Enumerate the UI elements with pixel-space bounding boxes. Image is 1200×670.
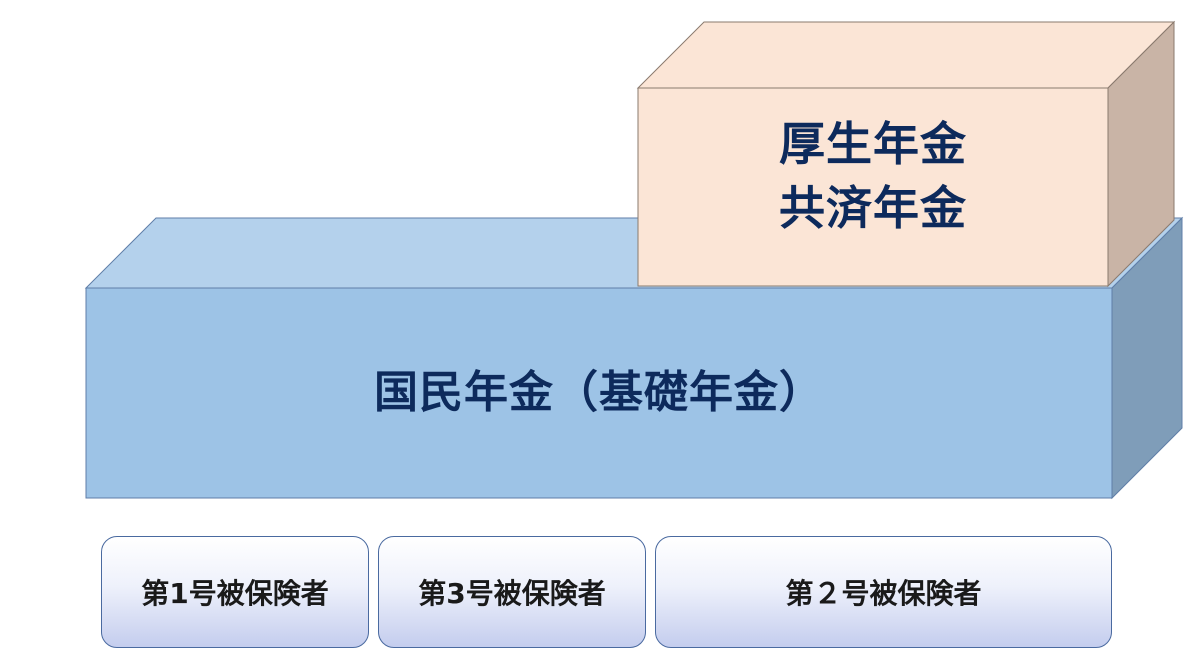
kokumin-nenkin-block-front [85, 287, 1113, 499]
insured-category-3-label: 第3号被保険者 [418, 577, 606, 610]
kyousai-nenkin-label-line2: 共済年金 [779, 181, 967, 235]
kousei-nenkin-label-line1: 厚生年金 [779, 117, 967, 171]
insured-category-2: 第２号被保険者 [655, 536, 1112, 648]
kousei-nenkin-label: 厚生年金 共済年金 [638, 112, 1108, 240]
insured-category-3: 第3号被保険者 [378, 536, 646, 648]
kokumin-nenkin-label: 国民年金（基礎年金） [374, 367, 824, 418]
insured-category-1-label: 第1号被保険者 [141, 577, 329, 610]
insured-category-2-label: 第２号被保険者 [785, 577, 982, 610]
kousei-nenkin-block-front [637, 87, 1109, 287]
kousei-nenkin-block-top [636, 21, 1176, 89]
insured-category-1: 第1号被保険者 [101, 536, 369, 648]
